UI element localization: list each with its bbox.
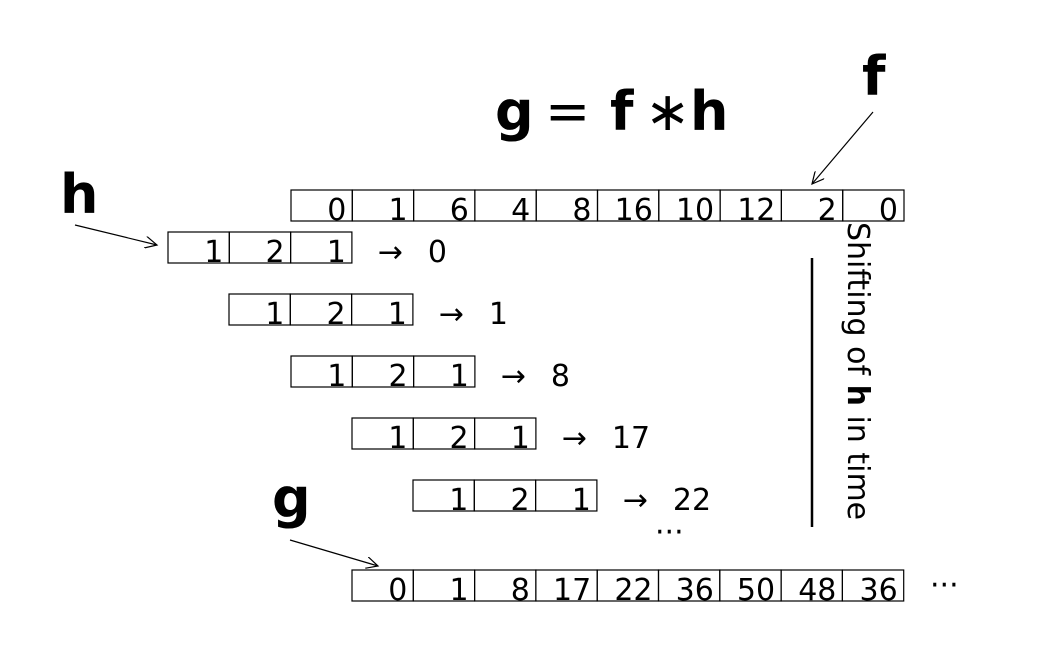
kernel-cell [413, 355, 476, 388]
side-label-prefix: Shifting of [840, 222, 875, 385]
f-array-value: 0 [327, 193, 346, 228]
f-array-value: 1 [389, 193, 408, 228]
f-pointer-arrow [812, 111, 874, 184]
equation-g: g [495, 80, 534, 143]
shifted-kernel: 1 2 1 → 8 [290, 355, 570, 394]
shift-result: 0 [428, 235, 447, 270]
f-array-value: 4 [511, 193, 530, 228]
result-arrow: → [378, 235, 403, 270]
kernel-cell [474, 417, 537, 450]
kernel-value: 1 [511, 421, 530, 456]
kernel-value: 1 [450, 359, 469, 394]
g-array-value: 1 [450, 573, 469, 608]
g-array-value: 50 [737, 573, 775, 608]
result-arrow: → [439, 297, 464, 332]
kernel-value: 1 [572, 483, 591, 518]
equation-equals: = [545, 80, 590, 143]
g-array-value: 8 [511, 573, 530, 608]
result-arrow: → [623, 483, 648, 518]
kernel-cell [351, 293, 414, 326]
kernel-value: 2 [450, 421, 469, 456]
result-arrow: → [562, 421, 587, 456]
side-label: Shifting of h in time [840, 222, 875, 520]
kernel-value: 1 [327, 235, 346, 270]
g-pointer-arrow [289, 539, 378, 566]
f-array-cell [842, 189, 905, 222]
kernel-cell [534, 479, 598, 512]
shifted-kernel: 1 2 1 → 17 [351, 417, 650, 456]
g-array-value: 17 [553, 573, 591, 608]
f-array-value: 2 [818, 193, 837, 228]
f-array-value: 12 [737, 193, 775, 228]
shift-result: 8 [551, 359, 570, 394]
h-pointer-arrow [74, 224, 157, 245]
shift-result: 17 [612, 421, 650, 456]
g-array-value: 48 [798, 573, 836, 608]
kernel-value: 1 [388, 297, 407, 332]
side-label-suffix: in time [840, 406, 875, 520]
side-label-bold: h [840, 385, 875, 406]
shift-ellipsis: ··· [655, 515, 684, 550]
g-array-value: 22 [614, 573, 652, 608]
kernel-value: 1 [265, 297, 284, 332]
kernel-value: 1 [388, 421, 407, 456]
f-array-value: 8 [572, 193, 591, 228]
g-array-value: 0 [388, 573, 407, 608]
label-f: f [862, 45, 886, 108]
kernel-value: 2 [266, 235, 285, 270]
kernel-value: 1 [327, 359, 346, 394]
g-array-value: 36 [860, 573, 898, 608]
f-array-value: 10 [676, 193, 714, 228]
f-array-value: 6 [450, 193, 469, 228]
kernel-cell [290, 231, 353, 264]
g-array: 0 1 8 17 22 36 50 48 36 [351, 569, 905, 608]
kernel-value: 2 [389, 359, 408, 394]
kernel-value: 2 [511, 483, 530, 518]
shifted-kernel: 1 2 1 → 0 [167, 231, 447, 270]
shift-result: 1 [489, 297, 508, 332]
f-array-value: 0 [879, 193, 898, 228]
shifted-kernel: 1 2 1 → 1 [228, 293, 508, 332]
kernel-value: 1 [204, 235, 223, 270]
g-array-value: 36 [676, 573, 714, 608]
g-array-cell [841, 569, 905, 602]
f-array-value: 16 [615, 193, 653, 228]
result-arrow: → [501, 359, 526, 394]
label-h: h [60, 163, 98, 226]
label-g: g [272, 467, 311, 530]
equation-h: h [690, 80, 728, 143]
equation-f: f [610, 80, 634, 143]
g-ellipsis: ··· [930, 568, 959, 603]
equation-operator: ∗ [645, 80, 690, 143]
shift-result: 22 [673, 483, 711, 518]
kernel-value: 1 [449, 483, 468, 518]
kernel-value: 2 [327, 297, 346, 332]
shifted-kernel: 1 2 1 → 22 [412, 479, 711, 518]
